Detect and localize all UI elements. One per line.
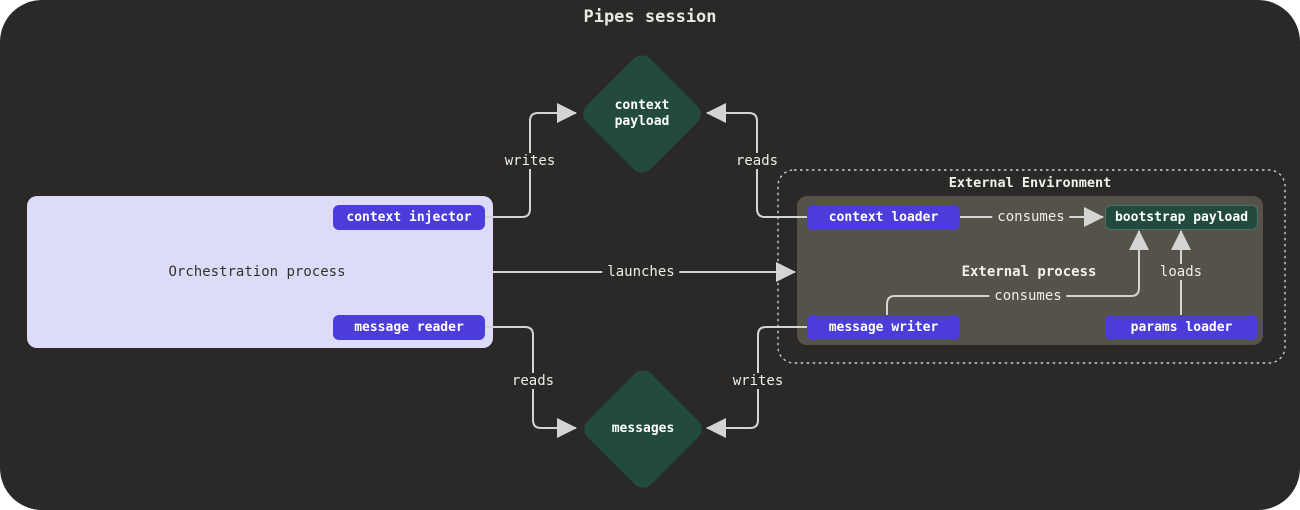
message-writer-node: message writer — [807, 315, 960, 340]
diagram-title: Pipes session — [583, 7, 717, 27]
external-process-label: External process — [961, 264, 1097, 280]
context-injector-node: context injector — [333, 205, 485, 230]
edge-label-consumes-top: consumes — [992, 209, 1070, 225]
edge-label-launches: launches — [602, 264, 680, 280]
external-environment-label: External Environment — [948, 175, 1112, 191]
edge-label-reads-top: reads — [730, 153, 784, 169]
edge-label-loads: loads — [1154, 264, 1208, 280]
edge-label-consumes-bottom: consumes — [989, 288, 1067, 304]
edge-label-reads-bottom: reads — [506, 373, 560, 389]
messages-label: messages — [611, 420, 675, 436]
edge-label-writes-bottom: writes — [727, 373, 789, 389]
message-reader-node: message reader — [333, 315, 485, 340]
context-loader-node: context loader — [807, 205, 960, 230]
context-payload-label: context payload — [614, 97, 670, 129]
edge-label-writes-top: writes — [499, 153, 561, 169]
bootstrap-payload-node: bootstrap payload — [1105, 205, 1258, 230]
orchestration-process-label: Orchestration process — [168, 264, 346, 280]
params-loader-node: params loader — [1105, 315, 1258, 340]
